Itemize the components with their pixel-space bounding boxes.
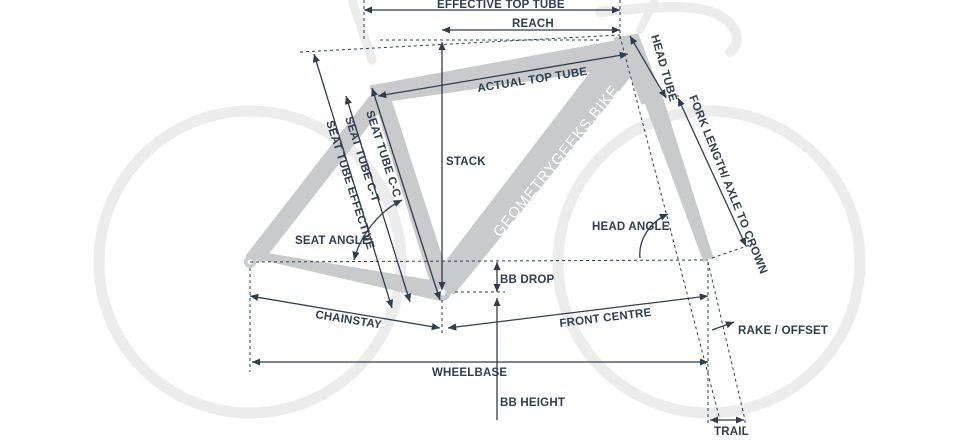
head-angle-arc	[639, 213, 669, 259]
seat-tube-effective-arrow	[312, 53, 394, 309]
label-front-centre: FRONT CENTRE	[559, 307, 652, 330]
label-bb-drop: BB DROP	[500, 274, 555, 286]
bike-silhouette	[347, 0, 742, 65]
label-wheelbase: WHEELBASE	[432, 367, 507, 379]
label-reach: REACH	[512, 18, 554, 30]
dimension-arrows	[249, 6, 747, 424]
rake-arrow-a	[711, 321, 735, 331]
label-rake-offset: RAKE / OFFSET	[738, 325, 828, 337]
head-tube-arrow	[629, 35, 667, 99]
label-head-angle: HEAD ANGLE	[592, 221, 670, 233]
label-trail: TRAIL	[714, 426, 749, 438]
label-stack: STACK	[446, 156, 486, 168]
guide-lines	[249, 0, 751, 428]
label-bb-height: BB HEIGHT	[500, 397, 565, 409]
label-seat-angle: SEAT ANGLE	[295, 235, 370, 247]
seat-angle-arc	[352, 199, 403, 261]
fork-length-arrow	[677, 97, 747, 247]
chainstay-arrow	[249, 293, 441, 331]
label-effective-top-tube: EFFECTIVE TOP TUBE	[437, 0, 565, 11]
front-centre-arrow	[447, 293, 709, 331]
